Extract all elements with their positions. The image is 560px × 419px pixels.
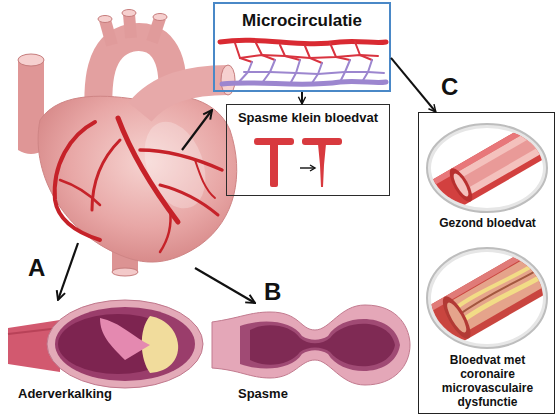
healthy-vessel-illustration (455, 114, 560, 197)
heart-illustration (160, 210, 171, 252)
heart-illustration (60, 180, 100, 205)
vessel-section: Spasme (210, 298, 410, 406)
heart-illustration (38, 95, 237, 262)
small-vessel-symbol (310, 165, 315, 171)
diseased-vessel-illustration (455, 253, 560, 317)
heart-illustration (18, 10, 237, 277)
small-vessel-symbol (318, 144, 326, 187)
diseased-vessel-illustration (438, 293, 476, 343)
small-vessel-symbol (300, 167, 314, 168)
heart-illustration (153, 14, 167, 21)
heart-illustration (118, 118, 178, 222)
heart-illustration (195, 160, 215, 198)
capillary-network (220, 40, 386, 43)
heart-illustration (105, 20, 112, 45)
node-label: Microcirculatie (215, 11, 389, 31)
diseased-vessel-illustration (397, 234, 560, 366)
diseased-vessel-illustration (452, 246, 560, 311)
node-label: Bloedvat met coronaire microvasculaire d… (429, 353, 546, 409)
healthy-vessel-illustration (451, 172, 471, 199)
healthy-vessel-illustration (400, 109, 560, 232)
healthy-vessel-illustration (445, 165, 476, 205)
capillary-network (355, 42, 372, 60)
node-label: Aderverkalking (18, 387, 112, 402)
healthy-vessel-illustration (400, 109, 560, 232)
spasm-box: Spasme klein bloedvat (226, 104, 390, 196)
capillary-network (222, 81, 386, 84)
heart-illustration (140, 150, 222, 170)
plaque-vessel-illustration (47, 300, 203, 388)
node-label: Gezond bloedvat (429, 217, 546, 231)
pointer-arrow (58, 243, 78, 300)
vessel-section: Aderverkalking (8, 298, 203, 406)
healthy-vessel-illustration (400, 109, 560, 232)
spasm-vessel-illustration (250, 324, 395, 366)
connector-arrow (301, 92, 303, 104)
plaque-vessel-illustration (8, 300, 203, 388)
heart-illustration (112, 268, 138, 276)
capillary-network (240, 55, 378, 58)
spasm-vessel-illustration (240, 319, 400, 371)
healthy-vessel-illustration (400, 109, 560, 232)
node-label: Spasme klein bloedvat (227, 111, 389, 126)
diseased-vessel-illustration (397, 234, 560, 366)
capillary-network (235, 43, 252, 62)
small-vessel-symbol (270, 143, 278, 187)
plaque-vessel-illustration (58, 314, 178, 374)
capillary-network (244, 72, 384, 74)
heart-illustration (129, 14, 131, 38)
heart-illustration (152, 18, 160, 42)
heart-illustration (133, 113, 216, 217)
heart-illustration (18, 54, 44, 66)
diseased-vessel-illustration (444, 300, 470, 334)
pointer-arrow (182, 110, 212, 150)
node-label: Spasme (238, 387, 288, 402)
diseased-vessel-illustration (397, 234, 560, 366)
node-label: C (441, 73, 458, 101)
panel-letter: B (264, 278, 281, 306)
small-vessel-symbol (254, 138, 342, 187)
capillary-network (305, 46, 322, 63)
spasm-vessel-illustration (212, 305, 410, 385)
heart-illustration (122, 10, 136, 17)
small-vessel-symbol (302, 138, 342, 145)
heart-illustration (55, 118, 222, 252)
plaque-vessel-illustration (55, 307, 195, 381)
panel-letter: A (28, 254, 45, 282)
connector-arrow (391, 58, 436, 112)
vessel-panel: Gezond bloedvat (425, 121, 550, 233)
heart-illustration (160, 185, 218, 215)
panel-box: CGezond bloedvatBloedvat met coronaire m… (418, 112, 555, 414)
healthy-vessel-illustration (458, 120, 560, 190)
heart-illustration (92, 140, 120, 210)
pointer-arrow (195, 268, 255, 303)
capillary-network (255, 41, 275, 60)
vessel-panel: Bloedvat met coronaire microvasculaire d… (425, 241, 550, 411)
heart-illustration (55, 122, 100, 240)
diseased-vessel-illustration (459, 258, 560, 323)
diseased-vessel-illustration (397, 234, 560, 366)
connector-group (302, 58, 436, 112)
capillary-network (220, 40, 386, 84)
microcirculation-box: Microcirculatie (213, 2, 391, 92)
spasm-vessel-illustration (212, 305, 410, 385)
capillary-network (235, 41, 378, 63)
plaque-vessel-illustration (100, 318, 150, 360)
heart-illustration (98, 16, 112, 23)
